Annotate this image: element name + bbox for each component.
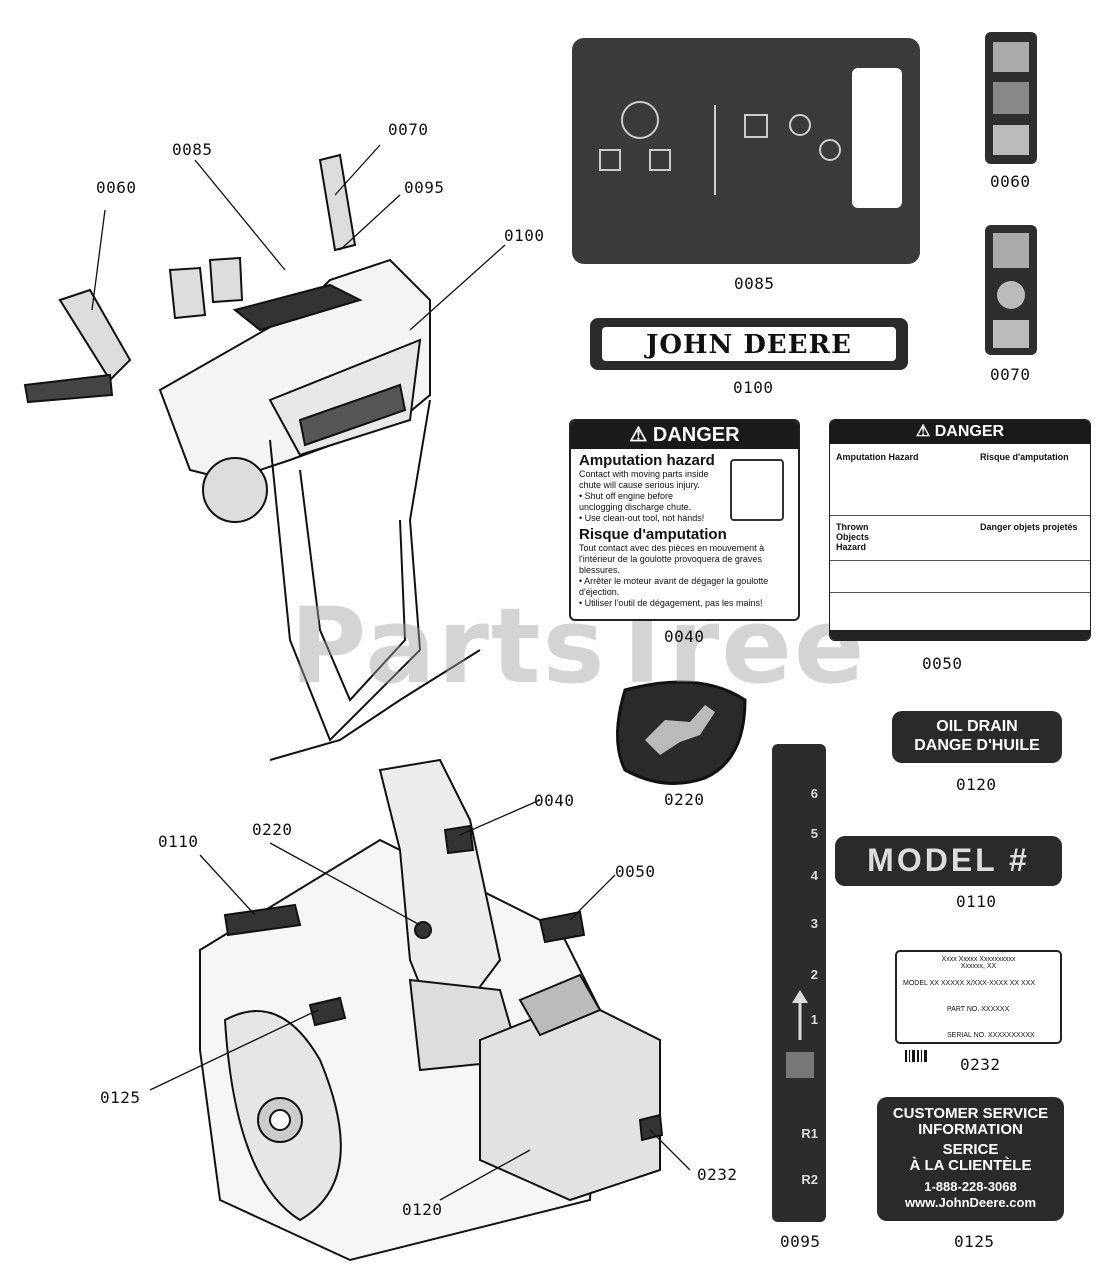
dange-huile-text: DANGE D'HUILE: [914, 737, 1040, 754]
amp-en: Amputation Hazard: [836, 452, 919, 462]
cs-line-1: CUSTOMER SERVICE: [892, 1105, 1049, 1122]
label-0232: 0232: [960, 1055, 1001, 1074]
risque-title: Risque d'amputation: [579, 526, 727, 543]
control-panel-decal: [572, 38, 920, 264]
label-0040: 0040: [664, 627, 705, 646]
throw-fr: Danger objets projetés: [980, 522, 1078, 532]
risque-text: Tout contact avec des pièces en mouvemen…: [579, 543, 765, 575]
speed-mark-5: 5: [810, 826, 818, 841]
throw-en: Thrown Objects Hazard: [836, 522, 870, 552]
label-0100: 0100: [733, 378, 774, 397]
callout-0100: 0100: [504, 226, 545, 245]
label-0110: 0110: [956, 892, 997, 911]
amputation-title: Amputation hazard: [579, 452, 715, 469]
amputation-text: Contact with moving parts inside chute w…: [579, 469, 709, 490]
speed-mark-2: 2: [810, 967, 818, 982]
serial-sub: Xxxxxx, XX: [960, 963, 997, 970]
label-0070: 0070: [990, 365, 1031, 384]
speed-mark-3: 3: [810, 916, 818, 931]
oil-drain-text: OIL DRAIN: [936, 718, 1018, 735]
john-deere-decal: JOHN DEERE: [590, 318, 908, 370]
callout-0040: 0040: [534, 791, 575, 810]
callout-0125: 0125: [100, 1088, 141, 1107]
speed-mark-r2: R2: [801, 1172, 818, 1187]
callout-0085: 0085: [172, 140, 213, 159]
callout-0095: 0095: [404, 178, 445, 197]
speed-mark-4: 4: [810, 868, 818, 883]
model-decal: MODEL #: [835, 836, 1062, 886]
label-0125: 0125: [954, 1232, 995, 1251]
hand-warning-icon: [730, 459, 784, 521]
john-deere-text: JOHN DEERE: [646, 330, 852, 360]
cs-line-4: À LA CLIENTÈLE: [909, 1157, 1032, 1174]
callout-0060: 0060: [96, 178, 137, 197]
callout-0070: 0070: [388, 120, 429, 139]
speed-mark-r1: R1: [801, 1126, 818, 1141]
danger-decal-0040: ⚠ DANGER Amputation hazard Contact with …: [569, 419, 800, 621]
callout-0050: 0050: [615, 862, 656, 881]
danger-decal-0050: ⚠ DANGER Amputation Hazard Risque d'ampu…: [829, 419, 1091, 641]
label-0085: 0085: [734, 274, 775, 293]
serial-top: Xxxx Xxxxx Xxxxxxxxxx: [941, 956, 1016, 963]
callout-0232: 0232: [697, 1165, 738, 1184]
label-0050: 0050: [922, 654, 963, 673]
cs-line-3: SERICE: [942, 1141, 999, 1158]
label-0095: 0095: [780, 1232, 821, 1251]
cs-line-2: INFORMATION: [918, 1121, 1023, 1138]
speed-mark-1: 1: [810, 1012, 818, 1027]
amp-fr: Risque d'amputation: [980, 452, 1069, 462]
callout-0220: 0220: [252, 820, 293, 839]
danger-header-0050: ⚠ DANGER: [830, 420, 1090, 444]
oil-drain-decal: OIL DRAIN DANGE D'HUILE: [892, 711, 1062, 763]
danger-header-0040: ⚠ DANGER: [571, 421, 798, 449]
speed-mark-6: 6: [810, 786, 818, 801]
callout-0110: 0110: [158, 832, 199, 851]
label-0220: 0220: [664, 790, 705, 809]
label-0060: 0060: [990, 172, 1031, 191]
cs-phone: 1-888-228-3068: [924, 1179, 1017, 1194]
label-0120: 0120: [956, 775, 997, 794]
serial-decal: Xxxx Xxxxx Xxxxxxxxxx Xxxxxx, XX MODEL X…: [895, 950, 1062, 1044]
customer-service-decal: CUSTOMER SERVICE INFORMATION SERICE À LA…: [877, 1097, 1064, 1221]
callout-0120: 0120: [402, 1200, 443, 1219]
model-text: MODEL #: [867, 842, 1030, 878]
cs-web: www.JohnDeere.com: [905, 1195, 1036, 1210]
speed-decal-0095: [772, 744, 826, 1222]
